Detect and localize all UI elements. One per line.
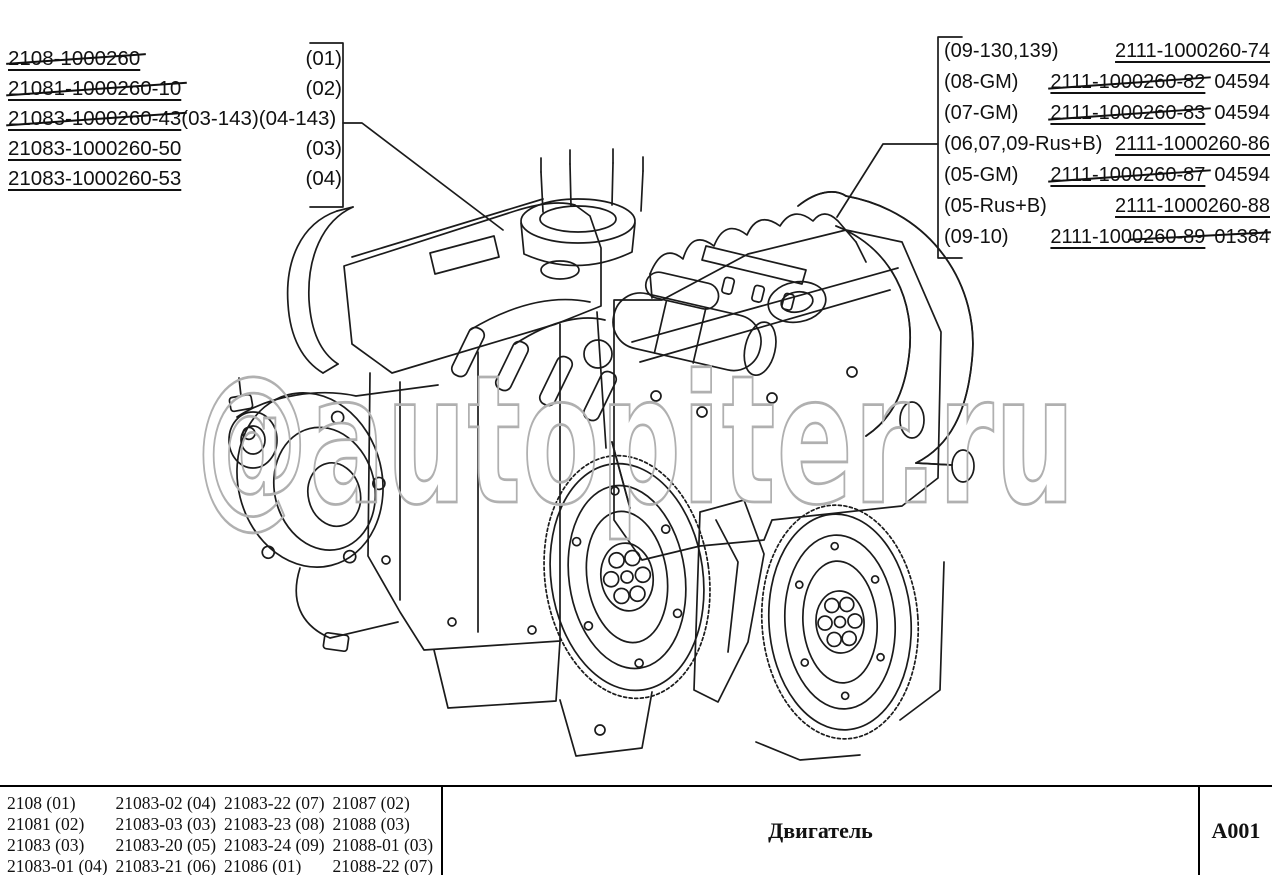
watermark-text: @autopiter.ru <box>196 338 1076 545</box>
model-code: 21083-01 (04) <box>7 856 108 875</box>
model-code: 21086 (01) <box>224 856 302 875</box>
model-condition: (05-GM) <box>944 164 1019 186</box>
part-row: 2108-1000260 (01) <box>8 44 342 74</box>
model-condition: (07-GM) <box>944 102 1019 124</box>
flywheel-right <box>760 504 920 740</box>
part-number-link[interactable]: 2111-1000260-82 <box>1050 71 1206 93</box>
model-code: 21083-21 (06) <box>115 856 217 875</box>
annotation-lines <box>309 36 963 259</box>
part-number-link[interactable]: 21083-1000260-53 <box>8 167 182 190</box>
model-code: 21088 (03) <box>332 814 410 834</box>
plug-boot <box>494 340 530 392</box>
part-number-link[interactable]: 2111-1000260-74 <box>1115 40 1270 62</box>
model-condition: (08-GM) <box>944 71 1019 93</box>
model-code: 21083-24 (09) <box>224 835 325 855</box>
flywheel-left <box>543 454 711 700</box>
engine-mounts <box>559 311 765 757</box>
right-engine <box>612 191 975 761</box>
left-engine <box>228 148 644 709</box>
oil-pan <box>433 640 561 709</box>
model-code: 21083-03 (03) <box>115 814 217 834</box>
part-row: 21083-1000260-50 (03) <box>8 134 342 164</box>
part-number-link[interactable]: 2111-1000260-87 <box>1050 164 1206 186</box>
part-row: (05-Rus+B) 2111-1000260-88 <box>944 191 1270 222</box>
model-code: 21088-01 (03) <box>332 835 434 855</box>
part-row: 21081-1000260-10 (02) <box>8 74 342 104</box>
model-code: 21083-23 (08) <box>224 814 325 834</box>
part-row: (08-GM) 2111-1000260-82 04594 <box>944 67 1270 98</box>
model-code: 21083-20 (05) <box>115 835 217 855</box>
model-condition: (09-10) <box>944 226 1009 248</box>
spark-plug-wire <box>469 298 591 331</box>
part-number-link[interactable]: 2111-1000260-88 <box>1115 195 1270 217</box>
model-condition: (09-130,139) <box>944 40 1059 62</box>
model-code: 21081 (02) <box>7 814 85 834</box>
part-number-link[interactable]: 21083-1000260-50 <box>8 137 182 160</box>
intake-hoses <box>797 191 975 483</box>
model-code: 21083-22 (07) <box>224 793 325 813</box>
leader-line-right <box>836 143 939 218</box>
model-condition: (05-Rus+B) <box>944 195 1047 217</box>
variant-code: (04) <box>305 167 342 190</box>
part-number-link[interactable]: 2111-1000260-83 <box>1050 102 1206 124</box>
model-code: 21083 (03) <box>7 835 85 855</box>
part-number-link[interactable]: 21083-1000260-43 <box>8 107 182 130</box>
alternator <box>228 377 439 653</box>
supersession-code: 04594 <box>1214 71 1270 93</box>
oil-dipstick <box>596 311 607 449</box>
section-title: Двигатель <box>768 818 873 843</box>
variant-code: (02) <box>305 77 342 100</box>
section-title-cell: Двигатель <box>443 787 1200 875</box>
part-row: 21083-1000260-53 (04) <box>8 164 342 194</box>
part-number-link[interactable]: 2111-1000260-89 <box>1050 226 1206 248</box>
model-code: 21083-02 (04) <box>115 793 217 813</box>
spark-plug-wire <box>514 317 606 345</box>
part-number-link[interactable]: 2111-1000260-86 <box>1115 133 1270 155</box>
supersession-code: 01384 <box>1214 226 1270 248</box>
variant-code: (01) <box>305 47 342 70</box>
model-code: 21087 (02) <box>332 793 410 813</box>
part-row: (05-GM) 2111-1000260-87 04594 <box>944 160 1270 191</box>
variant-code: (03) <box>305 137 342 160</box>
part-number-link[interactable]: 2108-1000260 <box>8 47 141 70</box>
part-row: (09-10) 2111-1000260-89 01384 <box>944 222 1270 253</box>
plug-boot <box>450 326 486 378</box>
oil-filler-cap <box>540 260 580 280</box>
page-code: A001 <box>1211 818 1261 843</box>
list-bracket-left <box>309 42 344 208</box>
part-row: (06,07,09-Rus+B) 2111-1000260-86 <box>944 129 1270 160</box>
model-column: 21083-02 (04) 21083-03 (03) 21083-20 (05… <box>116 793 225 875</box>
model-column: 2108 (01) 21081 (02) 21083 (03) 21083-01… <box>7 793 116 875</box>
part-number-list-right: (09-130,139) 2111-1000260-74 (08-GM) 211… <box>944 36 1270 253</box>
model-code: 2108 (01) <box>7 793 76 813</box>
part-number-link[interactable]: 21081-1000260-10 <box>8 77 182 100</box>
model-code: 21088-22 (07) <box>332 856 434 875</box>
applicable-models-cell: 2108 (01) 21081 (02) 21083 (03) 21083-01… <box>0 787 443 875</box>
plug-boot <box>582 370 618 422</box>
part-row: 21083-1000260-43 (03-143)(04-143) <box>8 104 342 134</box>
part-row: (07-GM) 2111-1000260-83 04594 <box>944 98 1270 129</box>
supersession-code: 04594 <box>1214 164 1270 186</box>
variant-code: (03-143)(04-143) <box>181 107 337 130</box>
title-block: 2108 (01) 21081 (02) 21083 (03) 21083-01… <box>0 785 1272 875</box>
air-hose <box>286 210 338 374</box>
intake-runners <box>649 213 857 275</box>
model-column: 21083-22 (07) 21083-23 (08) 21083-24 (09… <box>224 793 333 875</box>
leader-line-left <box>342 122 504 231</box>
starter-motor <box>612 271 777 377</box>
part-number-list-left: 2108-1000260 (01) 21081-1000260-10 (02) … <box>8 44 342 194</box>
model-condition: (06,07,09-Rus+B) <box>944 133 1103 155</box>
list-bracket-right <box>937 36 963 259</box>
fuel-rail <box>701 245 807 285</box>
throttle-body <box>767 280 827 324</box>
supersession-code: 04594 <box>1214 102 1270 124</box>
plug-boot <box>538 355 574 407</box>
model-column: 21087 (02) 21088 (03) 21088-01 (03) 2108… <box>333 793 442 875</box>
page-code-cell: A001 <box>1200 787 1272 875</box>
carburetor <box>520 148 644 267</box>
part-row: (09-130,139) 2111-1000260-74 <box>944 36 1270 67</box>
